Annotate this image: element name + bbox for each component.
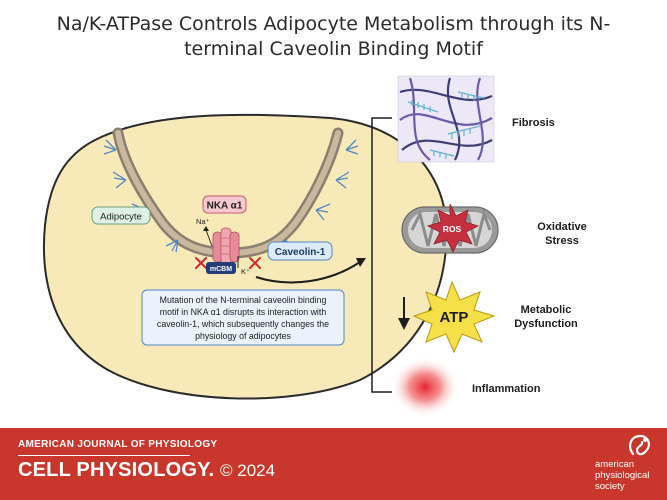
ros-burst-icon — [426, 203, 480, 253]
adipocyte-label-box — [91, 206, 151, 225]
fibrosis-label: Fibrosis — [512, 117, 555, 129]
society-line-3: society — [595, 481, 625, 492]
nka-pump-icon — [212, 227, 240, 265]
inflammation-icon — [391, 357, 459, 417]
outcome-arrow — [255, 261, 361, 284]
society-line-2: physiological — [595, 470, 650, 481]
stress-label: Stress — [545, 235, 579, 247]
nka-alpha1-label: NKA α1 — [207, 201, 243, 212]
disruption-x-marks — [195, 257, 261, 269]
description-line-3: caveolin-1, which subsequently changes t… — [157, 319, 329, 329]
outcome-arrowhead — [356, 258, 366, 267]
description-line-2: motif in NKA α1 disrupts its interaction… — [160, 307, 327, 317]
sodium-arrow — [205, 229, 213, 247]
mcbm-label-box — [206, 262, 236, 274]
dysfunction-label: Dysfunction — [514, 318, 578, 330]
fibrosis-illustration — [397, 75, 495, 163]
caveolin1-label-box — [267, 241, 333, 261]
adipocyte-label: Adipocyte — [100, 212, 142, 223]
atp-burst-icon — [412, 280, 496, 354]
journal-divider — [18, 455, 190, 456]
nka-label-box — [202, 195, 247, 214]
copyright-year: © 2024 — [220, 461, 276, 480]
description-box — [141, 289, 345, 346]
journal-footer — [0, 428, 667, 500]
metabolic-label: Metabolic — [521, 304, 572, 316]
outcome-bracket — [371, 117, 392, 393]
description-line-1: Mutation of the N-terminal caveolin bind… — [160, 295, 327, 305]
oxidative-label: Oxidative — [537, 221, 587, 233]
potassium-label: K⁺ — [241, 267, 250, 276]
decrease-arrowhead — [398, 318, 410, 330]
inflammation-label: Inflammation — [472, 383, 541, 395]
society-name: american physiological society — [595, 459, 661, 492]
atp-label: ATP — [440, 309, 469, 326]
title-line-2: terminal Caveolin Binding Motif — [184, 38, 483, 60]
sodium-arrowhead — [203, 226, 209, 231]
description-line-4: physiology of adipocytes — [195, 331, 291, 341]
journal-name: CELL PHYSIOLOGY. — [18, 459, 215, 481]
society-logo-icon — [629, 434, 650, 456]
graphical-abstract: Adipocyte NKA α1 Na⁺ K⁺ mCBM Caveolin-1 … — [42, 75, 587, 417]
journal-title: AMERICAN JOURNAL OF PHYSIOLOGY — [18, 439, 218, 450]
ros-label: ROS — [443, 224, 462, 234]
figure-title: Na/K-ATPase Controls Adipocyte Metabolis… — [40, 12, 627, 62]
society-line-1: american — [595, 459, 635, 470]
sodium-label: Na⁺ — [196, 217, 210, 226]
caveolin1-label: Caveolin-1 — [275, 247, 326, 258]
mcbm-label: mCBM — [210, 266, 232, 273]
title-line-1: Na/K-ATPase Controls Adipocyte Metabolis… — [56, 13, 611, 35]
